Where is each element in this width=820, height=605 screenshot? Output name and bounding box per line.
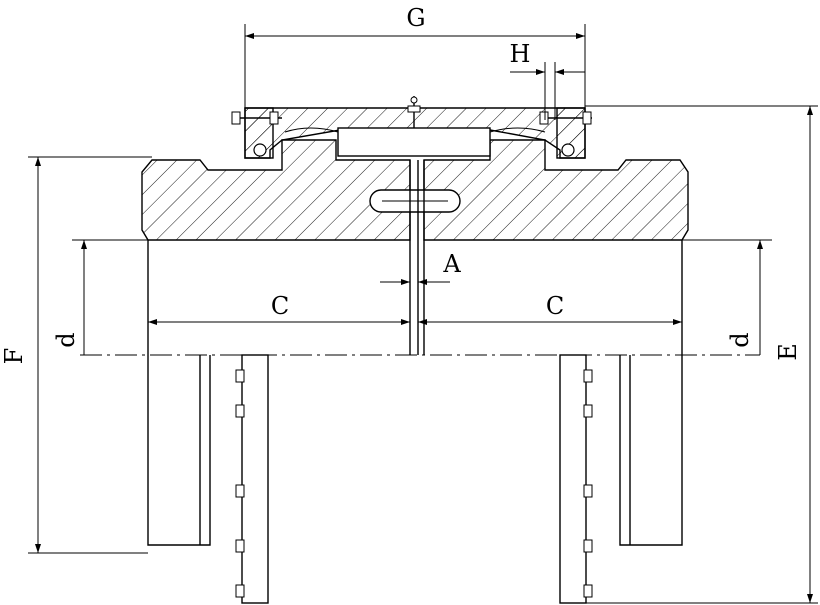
label-e: E [774,343,802,361]
label-a: A [442,250,461,278]
grease-nipple [407,96,421,128]
cover-bolt-right [539,111,592,125]
label-c-right: C [546,292,564,320]
dimension-g: G [244,4,586,108]
seal-left [253,143,267,157]
label-d-left: d [52,332,80,347]
label-h: H [510,40,531,68]
flange-bolts [235,369,593,598]
lower-left-hub [147,354,269,604]
hub-section [141,139,689,241]
dimension-a: A [380,250,461,285]
label-d-right: d [726,332,754,347]
dimension-f: F [0,156,152,554]
dimension-c-left: C [148,292,410,325]
dimension-e: E [585,105,818,604]
lower-right-hub [559,354,683,604]
label-f: F [0,348,28,365]
dimension-h: H [510,40,585,120]
dimension-d-right: d [682,239,772,355]
dimension-c-right: C [418,292,682,325]
label-g: G [406,4,425,32]
center-gap [409,160,425,355]
label-c-left: C [271,292,289,320]
dimension-d-left: d [52,239,148,355]
sleeve-cover [231,96,592,159]
cover-bolt-left [231,111,282,125]
seal-right [561,143,575,157]
